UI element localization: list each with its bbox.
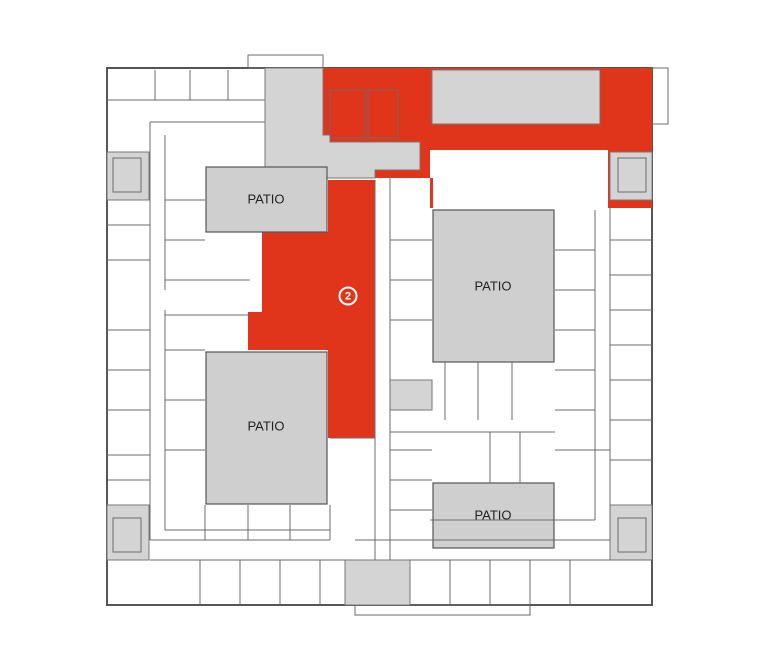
stair-nw (112, 157, 142, 193)
stair-2 (367, 89, 399, 139)
highlight-area-2[interactable] (248, 180, 375, 438)
stair-core-bottom (344, 559, 411, 606)
patio-3 (205, 351, 328, 505)
area-marker-1[interactable]: 1 (495, 155, 515, 175)
stair-1 (329, 89, 366, 139)
entrance-top (247, 54, 324, 69)
area-number: 2 (345, 291, 351, 303)
conference-room-top (431, 69, 601, 125)
service-core-top (264, 67, 421, 179)
patio-label: PATIO (474, 278, 511, 293)
patio-1 (205, 166, 328, 233)
area-marker-2[interactable]: 2 (338, 286, 358, 306)
area-number: 1 (502, 160, 508, 172)
patio-4 (432, 482, 555, 549)
stair-sw (112, 517, 142, 553)
stair-se (617, 517, 647, 553)
stair-core-center (389, 379, 433, 411)
patio-2 (432, 209, 555, 363)
entrance-bottom (354, 604, 531, 616)
walls (107, 67, 669, 605)
patio-label: PATIO (247, 191, 284, 206)
stair-core-sw (106, 504, 150, 561)
patio-label: PATIO (247, 418, 284, 433)
stair-ne (617, 157, 647, 193)
patio-label: PATIO (474, 507, 511, 522)
